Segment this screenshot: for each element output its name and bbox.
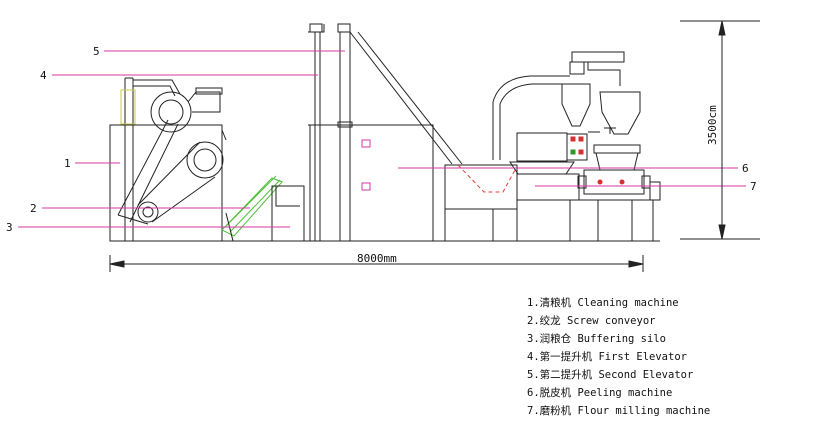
legend-item: 7.磨粉机 Flour milling machine xyxy=(527,405,711,417)
flour-milling-machine xyxy=(509,132,661,242)
silo-window xyxy=(361,139,371,148)
cleaning-machine xyxy=(109,77,227,242)
cyclones xyxy=(561,51,641,135)
legend-item: 3.润粮仓 Buffering silo xyxy=(527,333,666,345)
legend-item: 1.清粮机 Cleaning machine xyxy=(527,297,679,309)
yellow-bin xyxy=(120,89,136,125)
callout-2: 2 xyxy=(30,202,37,215)
legend-item: 4.第一提升机 First Elevator xyxy=(527,351,687,363)
control-panel xyxy=(566,131,600,161)
idler-pulley xyxy=(137,201,159,223)
width-dimension-label: 8000mm xyxy=(357,252,397,265)
legend-item: 5.第二提升机 Second Elevator xyxy=(527,369,694,381)
legend-item: 2.绞龙 Screw conveyor xyxy=(527,315,656,327)
silo-box xyxy=(308,121,434,242)
second-elevator xyxy=(337,23,463,241)
callout-1: 1 xyxy=(64,157,71,170)
height-dimension-label: 3500cm xyxy=(706,105,719,145)
height-dimension xyxy=(680,20,760,240)
first-elevator xyxy=(308,23,325,241)
fan-wheel xyxy=(150,91,192,133)
legend: 1.清粮机 Cleaning machine 2.绞龙 Screw convey… xyxy=(527,294,710,420)
peeling-machine xyxy=(444,75,572,242)
legend-item: 6.脱皮机 Peeling machine xyxy=(527,387,673,399)
callout-3: 3 xyxy=(6,221,13,234)
callout-5: 5 xyxy=(93,45,100,58)
silo-window xyxy=(361,182,371,191)
callout-4: 4 xyxy=(40,69,47,82)
drive-pulley xyxy=(186,141,224,179)
callout-6: 6 xyxy=(742,162,749,175)
width-dimension xyxy=(109,255,644,272)
callout-7: 7 xyxy=(750,180,757,193)
callout-leaders xyxy=(18,50,746,228)
